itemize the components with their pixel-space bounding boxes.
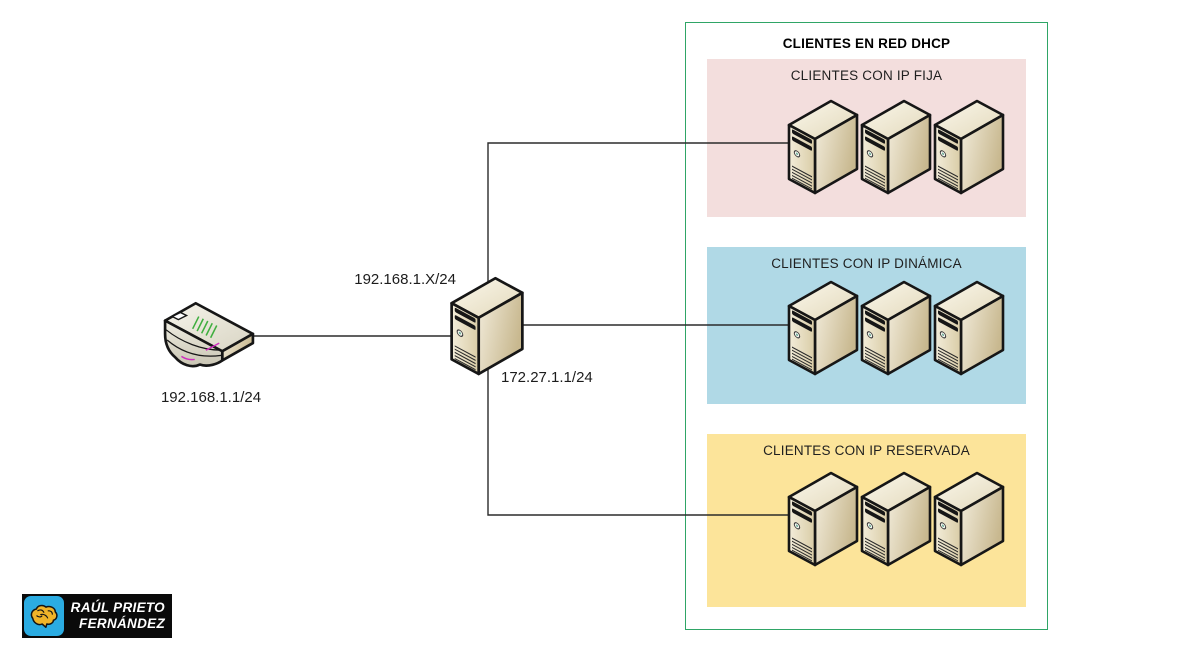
section-ip-fija-label: CLIENTES CON IP FIJA bbox=[790, 68, 943, 83]
dhcp-box-title: CLIENTES EN RED DHCP bbox=[782, 36, 951, 51]
dhcp-server-icon bbox=[449, 272, 525, 376]
brain-badge bbox=[24, 596, 64, 636]
client-server-icon bbox=[933, 95, 1005, 195]
client-server-icon bbox=[860, 467, 932, 567]
author-name: RAÚL PRIETO FERNÁNDEZ bbox=[64, 600, 172, 631]
server-lan-ip-label: 192.168.1.X/24 bbox=[354, 271, 456, 288]
router-ip-label: 192.168.1.1/24 bbox=[160, 389, 262, 406]
client-server-icon bbox=[933, 276, 1005, 376]
client-server-icon bbox=[787, 276, 859, 376]
author-name-line2: FERNÁNDEZ bbox=[79, 616, 165, 631]
brain-icon bbox=[30, 604, 58, 628]
client-server-icon bbox=[860, 95, 932, 195]
section-ip-reservada-label: CLIENTES CON IP RESERVADA bbox=[763, 443, 970, 458]
client-server-icon bbox=[787, 95, 859, 195]
router-icon bbox=[163, 301, 255, 368]
client-server-icon bbox=[933, 467, 1005, 567]
section-ip-dinamica-label: CLIENTES CON IP DINÁMICA bbox=[771, 256, 962, 271]
client-server-icon bbox=[787, 467, 859, 567]
author-name-line1: RAÚL PRIETO bbox=[70, 600, 165, 616]
server-dhcp-ip-label: 172.27.1.1/24 bbox=[501, 369, 593, 386]
author-logo: RAÚL PRIETO FERNÁNDEZ bbox=[22, 594, 172, 638]
client-server-icon bbox=[860, 276, 932, 376]
router-ports-icon bbox=[191, 316, 218, 339]
